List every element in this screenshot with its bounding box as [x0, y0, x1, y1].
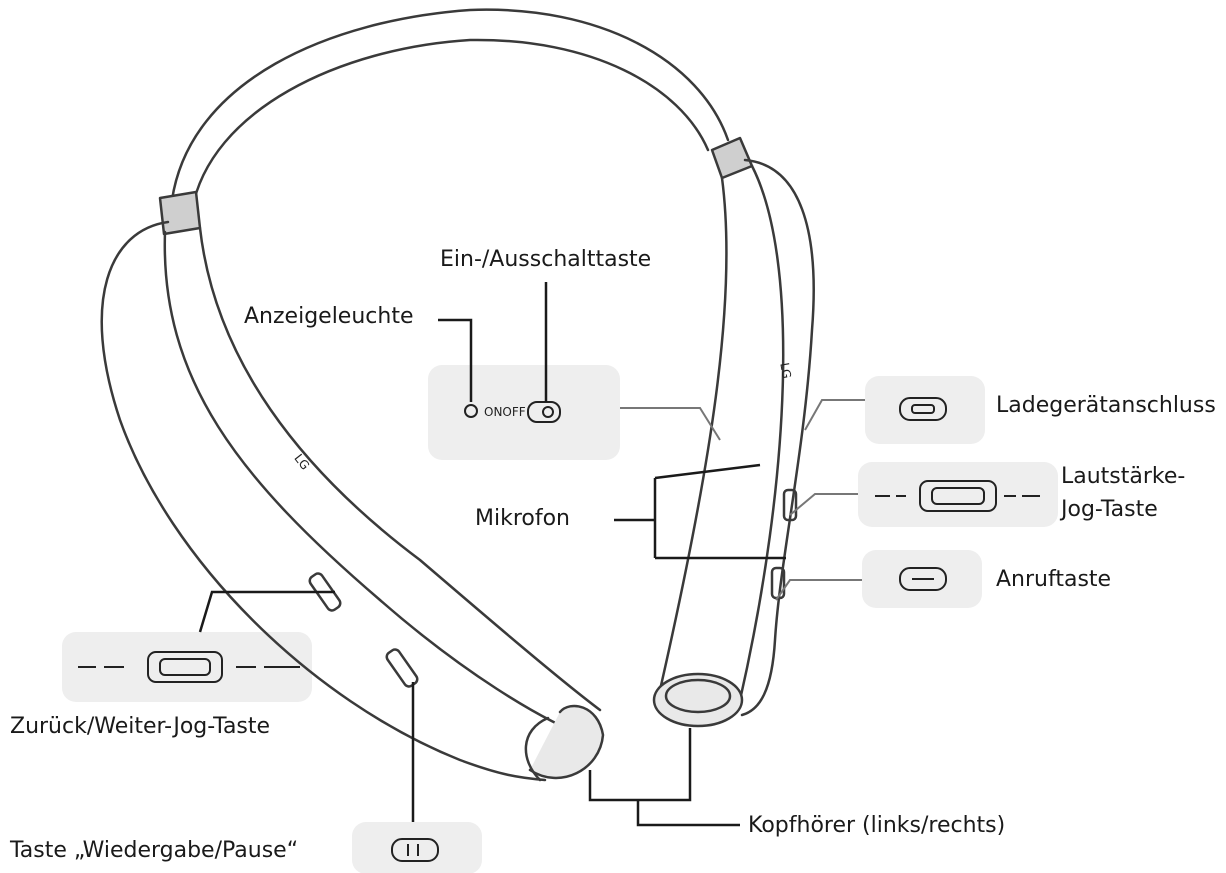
left-arm-logo: LG — [291, 451, 312, 472]
indicator-light-label: Anzeigeleuchte — [244, 304, 414, 329]
power-panel-contents — [464, 401, 561, 423]
onoff-mark: ONOFF — [484, 405, 526, 419]
prevnext-panel — [62, 632, 312, 702]
microphone-label: Mikrofon — [475, 506, 571, 531]
volume-panel — [858, 462, 1058, 527]
right-arm-logo: LG — [777, 362, 794, 380]
call-button-label: Anruftaste — [996, 567, 1112, 592]
power-button-label: Ein-/Ausschalttaste — [440, 247, 652, 272]
charger-port-icon — [899, 397, 947, 421]
leader-lines — [198, 282, 865, 827]
volume-jog-label-line2: Jog-Taste — [1061, 497, 1158, 522]
call-button-icon — [899, 567, 947, 591]
charger-panel — [865, 376, 985, 444]
headset-body — [100, 8, 815, 782]
play-pause-icon — [391, 838, 439, 862]
volume-jog-label-line1: Lautstärke- — [1061, 464, 1186, 489]
prevnext-jog-label: Zurück/Weiter-Jog-Taste — [10, 714, 271, 739]
power-panel — [428, 365, 620, 460]
prevnext-jog-icon — [78, 651, 300, 683]
charger-port-label: Ladegerätanschluss — [996, 393, 1216, 418]
earbuds-label: Kopfhörer (links/rechts) — [748, 813, 1006, 838]
play-pause-label: Taste „Wiedergabe/Pause“ — [10, 838, 299, 863]
volume-jog-icon — [875, 480, 1040, 512]
